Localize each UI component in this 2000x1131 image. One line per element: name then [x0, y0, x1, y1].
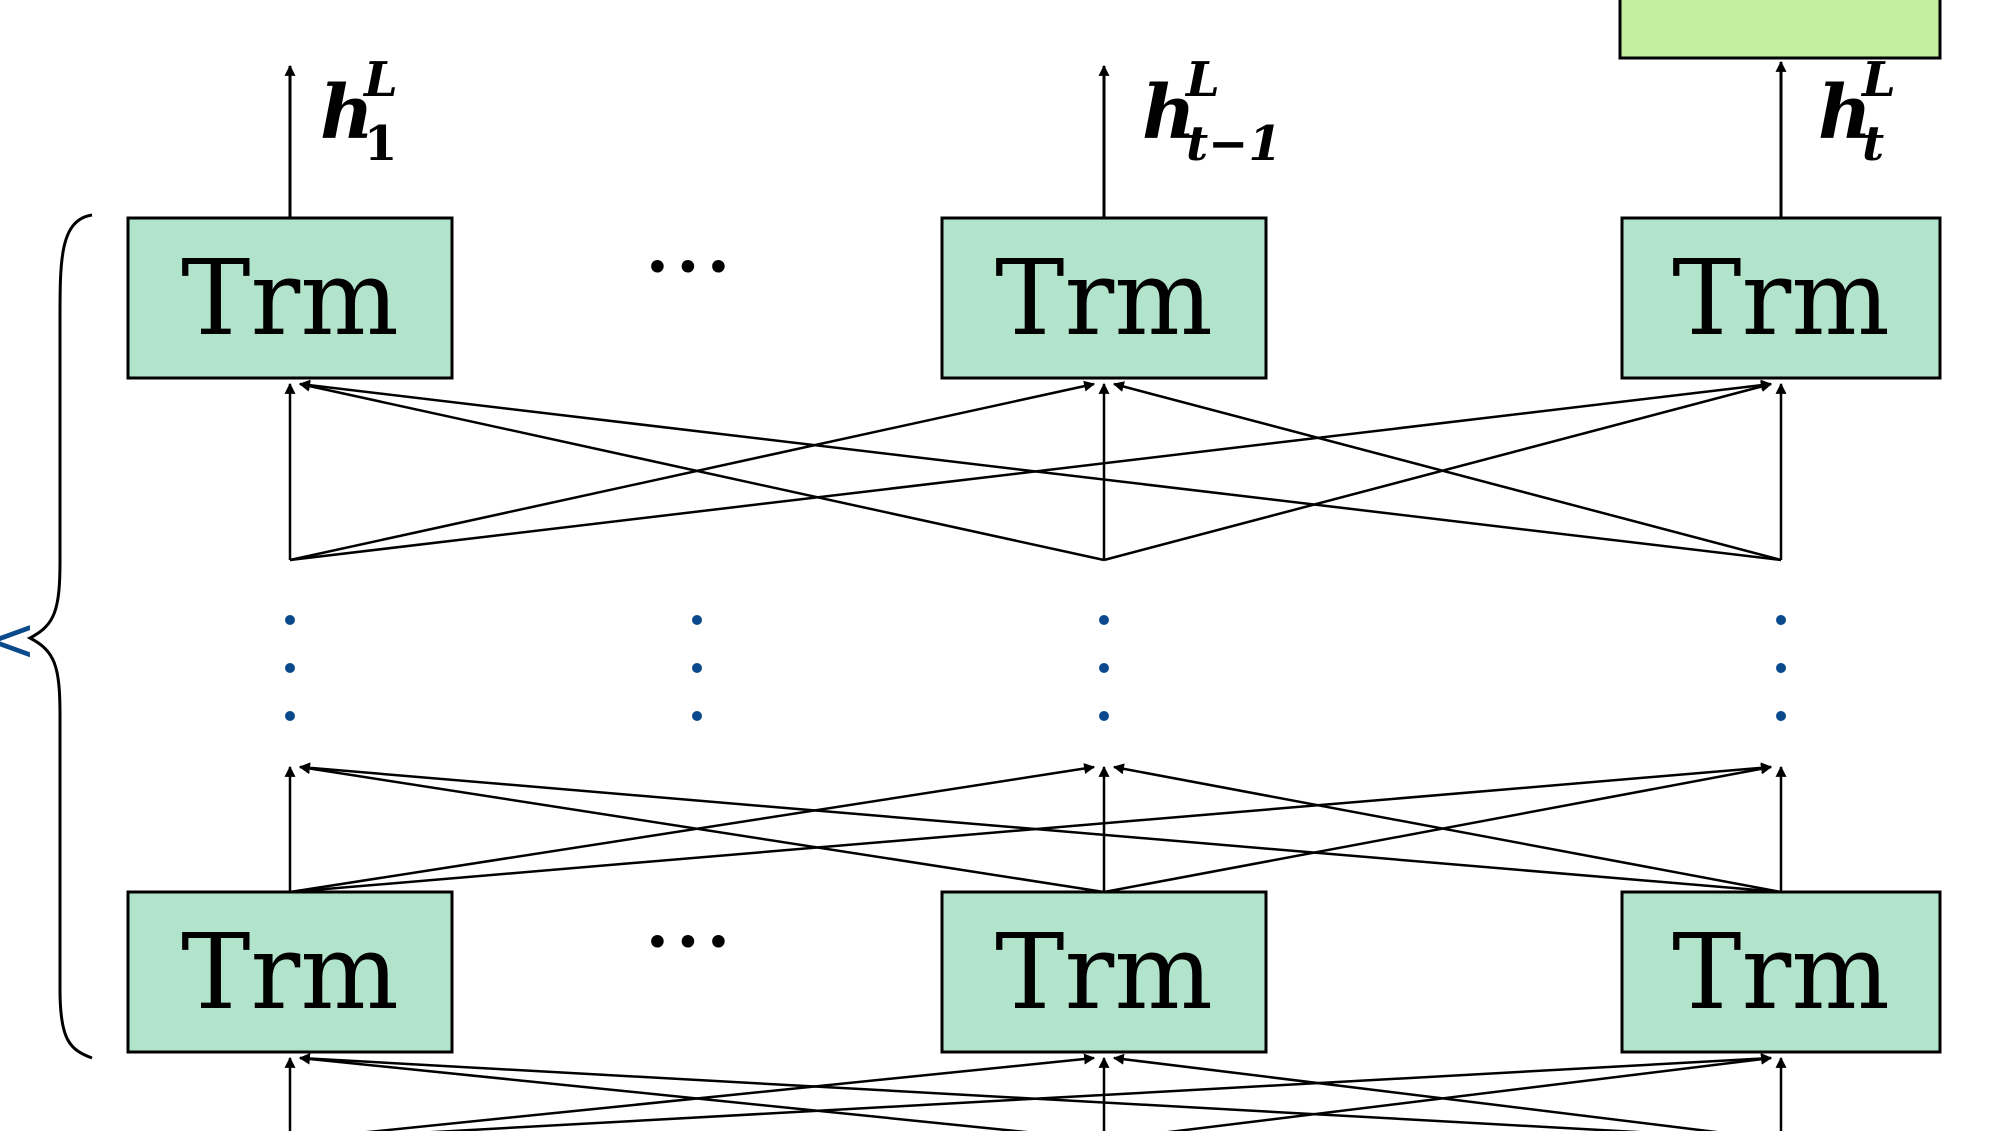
attention-arrow [298, 762, 1782, 894]
output-label-1: h L 1 [320, 52, 398, 172]
hidden-state-superscript: L [362, 52, 398, 108]
trm-label: Trm [1672, 237, 1890, 359]
continuation-dot [692, 615, 702, 625]
hidden-state-superscript: L [1184, 52, 1220, 108]
continuation-dot [285, 615, 295, 625]
continuation-dot [692, 663, 702, 673]
trm-label: Trm [181, 237, 399, 359]
hidden-state-subscript: 1 [364, 116, 397, 172]
attention-arrow [1112, 381, 1782, 562]
trm-label: Trm [995, 911, 1213, 1033]
trm-label: Trm [995, 237, 1213, 359]
hidden-state-superscript: L [1860, 52, 1896, 108]
output-label-3: h L t [1818, 52, 1896, 172]
trm-block-bottom-3: Trm [1620, 890, 1942, 1054]
continuation-dot [1099, 711, 1109, 721]
attention-arrow [289, 763, 1096, 894]
attention-arrow [1103, 763, 1773, 894]
top-layer: Trm ··· Trm Trm [126, 211, 1942, 380]
attention-arrow [298, 763, 1105, 894]
trm-block-bottom-1: Trm [126, 890, 454, 1054]
attention-connections [284, 379, 1787, 1131]
continuation-dot [285, 663, 295, 673]
layer-count-label-partial: < [0, 605, 36, 675]
continuation-dot [1099, 615, 1109, 625]
bottom-layer: Trm ··· Trm Trm [126, 886, 1942, 1054]
output-label-2: h L t−1 [1142, 52, 1282, 172]
horizontal-ellipsis: ··· [642, 886, 734, 998]
attention-arrow [298, 380, 1105, 562]
horizontal-ellipsis: ··· [642, 211, 734, 323]
continuation-dot [692, 711, 702, 721]
continuation-dot [285, 711, 295, 721]
attention-arrow [1112, 1053, 1719, 1131]
trm-block-top-1: Trm [126, 216, 454, 380]
trm-block-bottom-2: Trm [940, 890, 1268, 1054]
continuation-dot [1099, 663, 1109, 673]
trm-block-top-2: Trm [940, 216, 1268, 380]
attention-arrow [298, 1053, 1029, 1131]
hidden-state-subscript: t [1862, 116, 1884, 172]
layer-continuation-dots [285, 615, 1786, 721]
continuation-dot [1776, 711, 1786, 721]
trm-label: Trm [181, 911, 399, 1033]
attention-arrow [298, 379, 1782, 562]
attention-arrow [298, 1053, 1642, 1131]
trm-label: Trm [1672, 911, 1890, 1033]
continuation-dot [1776, 663, 1786, 673]
attention-arrow [289, 380, 1096, 562]
hidden-state-subscript: t−1 [1186, 116, 1282, 172]
trm-block-top-3: Trm [1620, 216, 1942, 380]
output-arrows [284, 60, 1787, 217]
hidden-state-symbol: h [320, 70, 374, 156]
layer-brace [26, 213, 93, 1060]
continuation-dot [1776, 615, 1786, 625]
output-layer-box [1618, 0, 1942, 60]
hidden-state-symbol: h [1142, 70, 1196, 156]
hidden-state-symbol: h [1818, 70, 1872, 156]
attention-arrow [1103, 381, 1773, 562]
attention-arrow [1112, 763, 1782, 894]
